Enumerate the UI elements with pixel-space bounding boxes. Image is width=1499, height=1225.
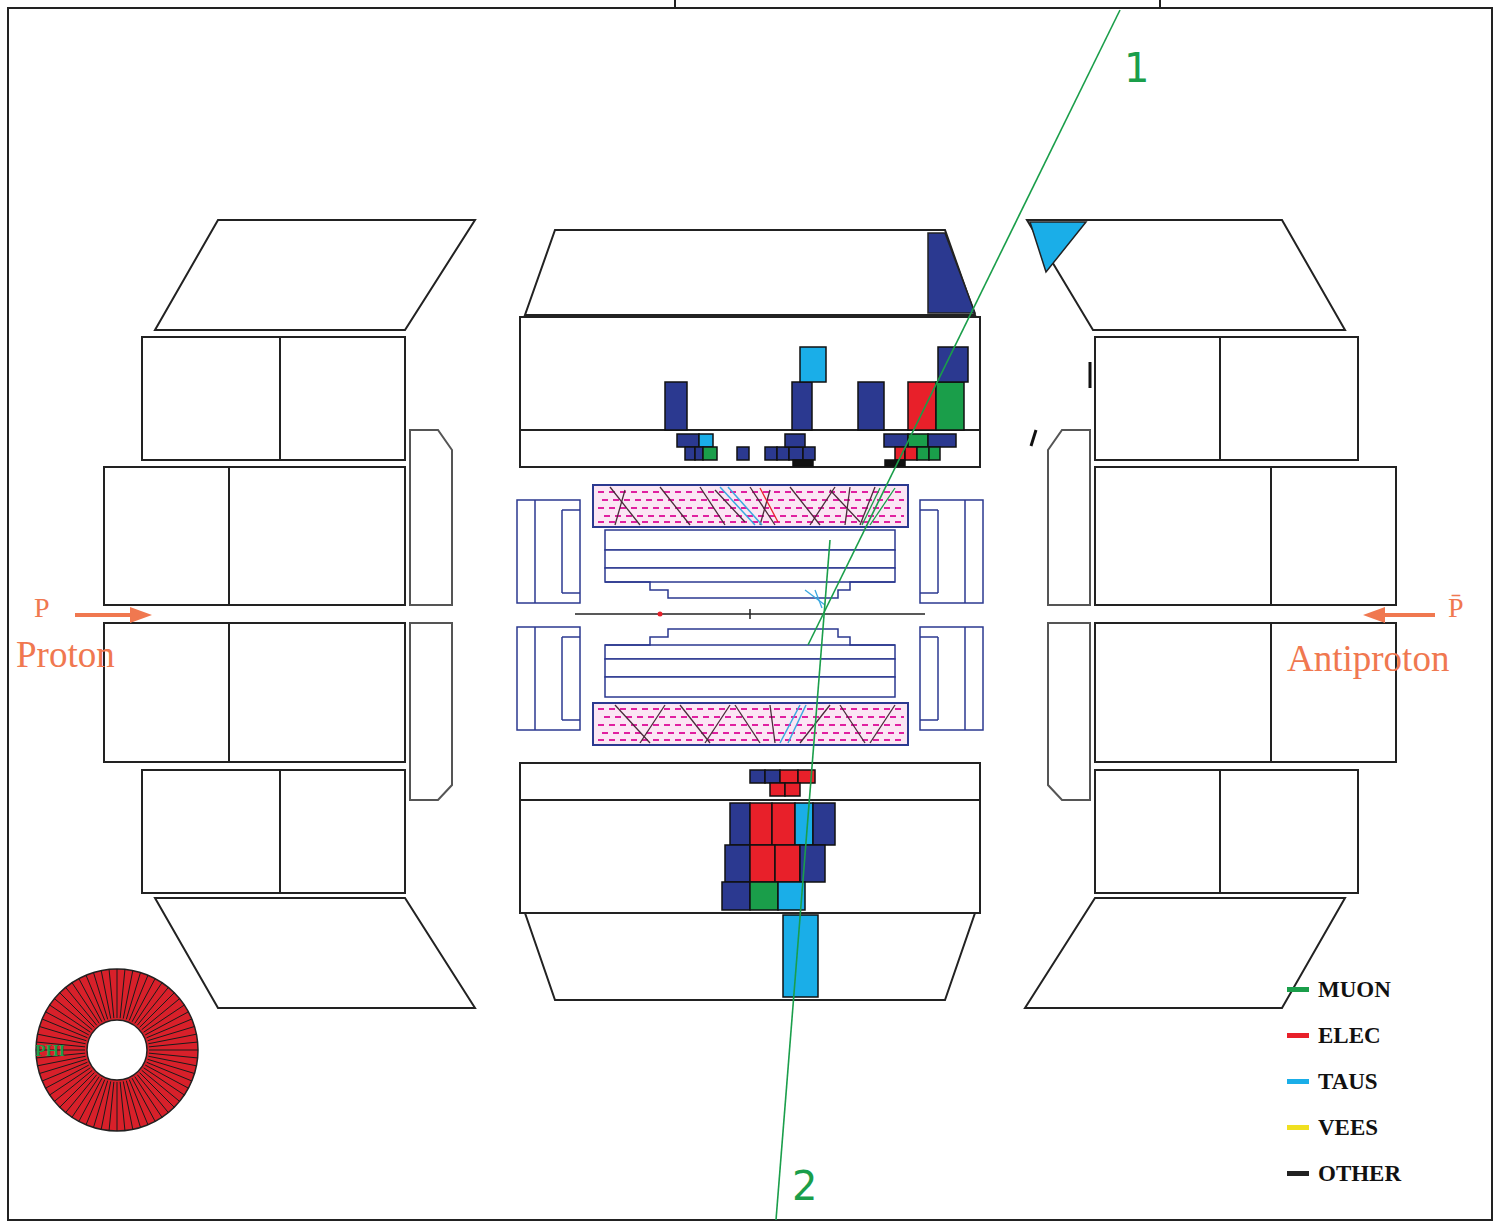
legend-text: MUON bbox=[1318, 978, 1391, 1001]
particle-name: Proton bbox=[16, 636, 115, 673]
legend-text: TAUS bbox=[1318, 1070, 1378, 1093]
particle-symbol: P bbox=[34, 594, 50, 622]
legend-swatch bbox=[1287, 1125, 1309, 1130]
particle-name: Antiproton bbox=[1287, 640, 1449, 677]
legend-text: ELEC bbox=[1318, 1024, 1381, 1047]
legend-entry: VEES bbox=[1287, 1116, 1457, 1140]
wheel-label: PHI bbox=[35, 1042, 65, 1059]
legend-entry: ELEC bbox=[1287, 1024, 1457, 1048]
callout-number: 1 bbox=[1124, 48, 1149, 88]
legend-entry: OTHER bbox=[1287, 1162, 1457, 1186]
legend-entry: TAUS bbox=[1287, 1070, 1457, 1094]
callout-number: 2 bbox=[792, 1166, 817, 1206]
legend-swatch bbox=[1287, 987, 1309, 992]
legend-text: VEES bbox=[1318, 1116, 1378, 1139]
legend-swatch bbox=[1287, 1171, 1309, 1176]
legend-swatch bbox=[1287, 1033, 1309, 1038]
legend-text: OTHER bbox=[1318, 1162, 1401, 1185]
phi-wheel: PHI bbox=[35, 968, 199, 1132]
particle-symbol: P̄ bbox=[1448, 594, 1464, 622]
legend-swatch bbox=[1287, 1079, 1309, 1084]
legend-entry: MUON bbox=[1287, 978, 1457, 1002]
